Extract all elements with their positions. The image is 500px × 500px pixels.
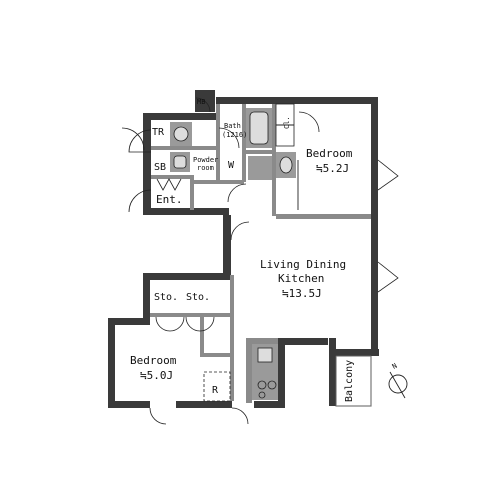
doors — [121, 97, 399, 425]
ldk-name-line1: Living Dining — [260, 258, 346, 271]
ldk-name-line2: Kitchen — [278, 272, 324, 285]
cl-label: Cl. — [283, 116, 291, 129]
bedroom-1-size: ≒5.2J — [316, 162, 349, 175]
bedroom-2-size: ≒5.0J — [140, 369, 173, 382]
entrance-label: Ent. — [156, 193, 183, 206]
w-label: W — [228, 160, 235, 171]
ldk-size: ≒13.5J — [282, 287, 322, 300]
mb-label: MB — [197, 98, 205, 106]
compass-north-label: N — [391, 362, 399, 371]
bedroom-1-name: Bedroom — [306, 147, 353, 160]
toilet-label: TR — [152, 127, 165, 138]
storage-1-label: Sto. — [154, 292, 178, 303]
r-label: R — [212, 385, 219, 396]
powder-room-label-2: room — [197, 164, 214, 172]
outer-walls — [108, 90, 379, 408]
shoe-box-label: SB — [154, 162, 166, 173]
balcony-label: Balcony — [344, 360, 355, 402]
room-labels: TR SB Ent. MB Bath (1216) Powder room W … — [130, 98, 355, 402]
fixtures — [170, 103, 372, 407]
storage-2-label: Sto. — [186, 292, 210, 303]
compass-circle — [388, 374, 408, 394]
inner-walls — [150, 104, 371, 403]
bath-label-2: (1216) — [222, 131, 247, 139]
bedroom-2-name: Bedroom — [130, 354, 177, 367]
bath-label-1: Bath — [224, 122, 241, 130]
compass: N — [388, 362, 408, 399]
powder-room-label-1: Powder — [193, 156, 218, 164]
